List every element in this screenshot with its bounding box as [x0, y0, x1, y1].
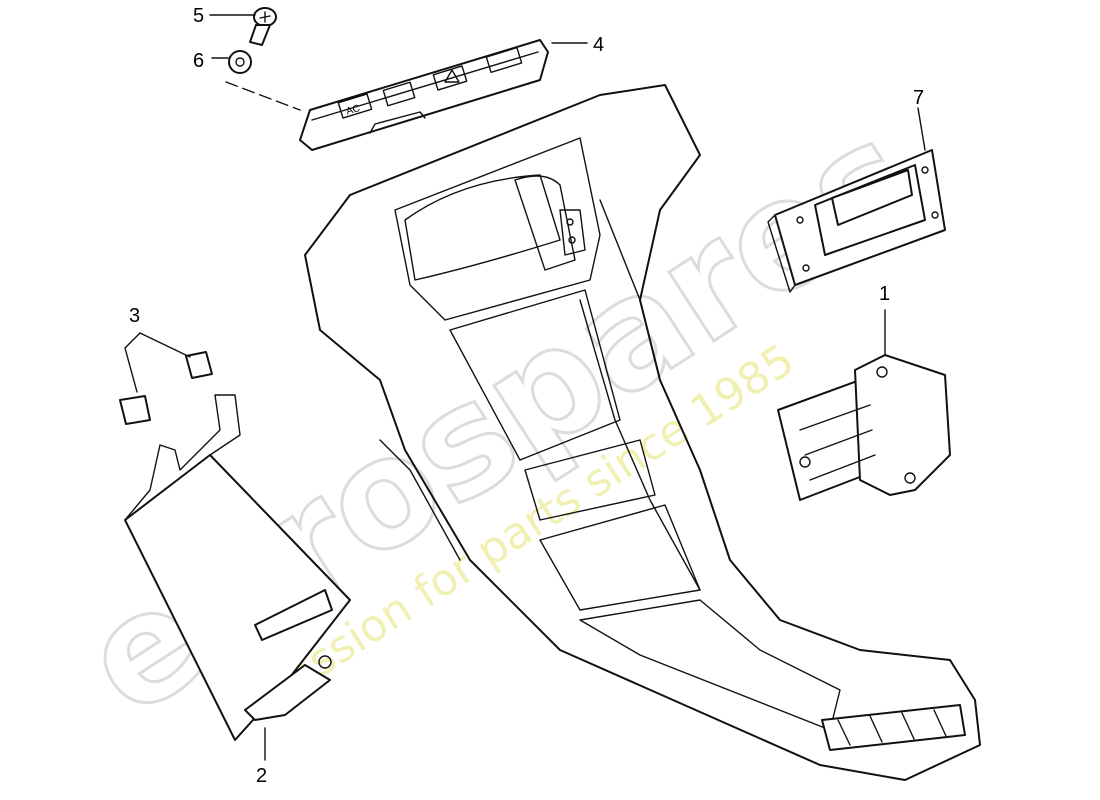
callout-4: 4: [593, 34, 604, 56]
nut: [228, 50, 252, 74]
callout-5: 5: [193, 5, 204, 27]
clips: [119, 351, 213, 425]
center-console: [304, 84, 981, 781]
leader-lines: [124, 14, 926, 761]
switch-panel: AC: [299, 39, 549, 151]
callout-1: 1: [879, 283, 890, 305]
callout-6: 6: [193, 50, 204, 72]
callout-7: 7: [913, 87, 924, 109]
callout-3: 3: [129, 305, 140, 327]
control-unit: [124, 394, 351, 741]
callout-2: 2: [256, 765, 267, 787]
display-module: [767, 149, 946, 293]
ac-switch-label: AC: [345, 103, 362, 118]
relay-block: [777, 354, 951, 501]
screw: [249, 7, 277, 46]
callout-labels: 5 6 4 7 1 3 2: [129, 5, 924, 787]
